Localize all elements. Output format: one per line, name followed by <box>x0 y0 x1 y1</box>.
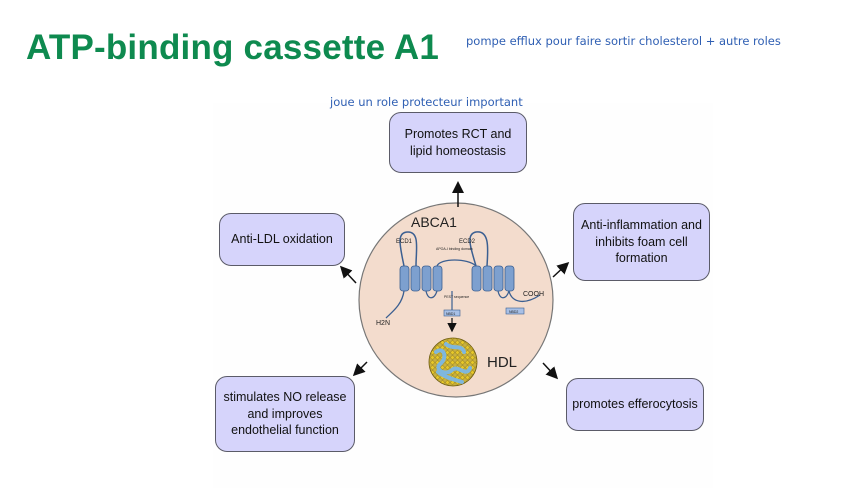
center-circle <box>358 202 554 398</box>
arrow-left <box>339 265 357 284</box>
arrow-right <box>552 261 570 278</box>
box-promotes-rct: Promotes RCT and lipid homeostasis <box>389 112 527 173</box>
box-anti-ldl: Anti-LDL oxidation <box>219 213 345 266</box>
hdl-particle <box>428 337 478 387</box>
note-efflux: pompe efflux pour faire sortir cholester… <box>466 34 781 48</box>
h2n-label: H2N <box>376 320 390 327</box>
nbd1-box <box>443 309 461 317</box>
slide-title: ATP-binding cassette A1 <box>26 28 439 67</box>
nbd1-label: NBD1 <box>446 312 455 316</box>
box-anti-inflammation: Anti-inflammation and inhibits foam cell… <box>573 203 710 281</box>
ecd2-loop <box>469 231 489 267</box>
note-protective: joue un role protecteur important <box>330 95 523 109</box>
cooh-label: COOH <box>523 291 544 298</box>
arrow-down-right <box>542 362 559 380</box>
box-no-release: stimulates NO release and improves endot… <box>215 376 355 452</box>
membrane-helices <box>399 265 515 292</box>
nbd2-label: NBD2 <box>509 310 518 314</box>
inner-loops <box>425 259 510 299</box>
box-efferocytosis: promotes efferocytosis <box>566 378 704 431</box>
nbd2-box <box>505 307 525 315</box>
c-terminus <box>508 290 541 302</box>
binding-label: APOA-I binding domain <box>436 247 473 251</box>
hdl-label: HDL <box>487 354 517 371</box>
ecd2-label: ECD2 <box>459 239 476 245</box>
ecd1-loop <box>399 231 418 267</box>
n-terminus <box>385 290 405 319</box>
abca1-label: ABCA1 <box>411 214 457 230</box>
arrow-down-left <box>352 361 368 377</box>
pest-label: PEST sequence <box>444 295 469 299</box>
ecd1-label: ECD1 <box>396 239 413 245</box>
